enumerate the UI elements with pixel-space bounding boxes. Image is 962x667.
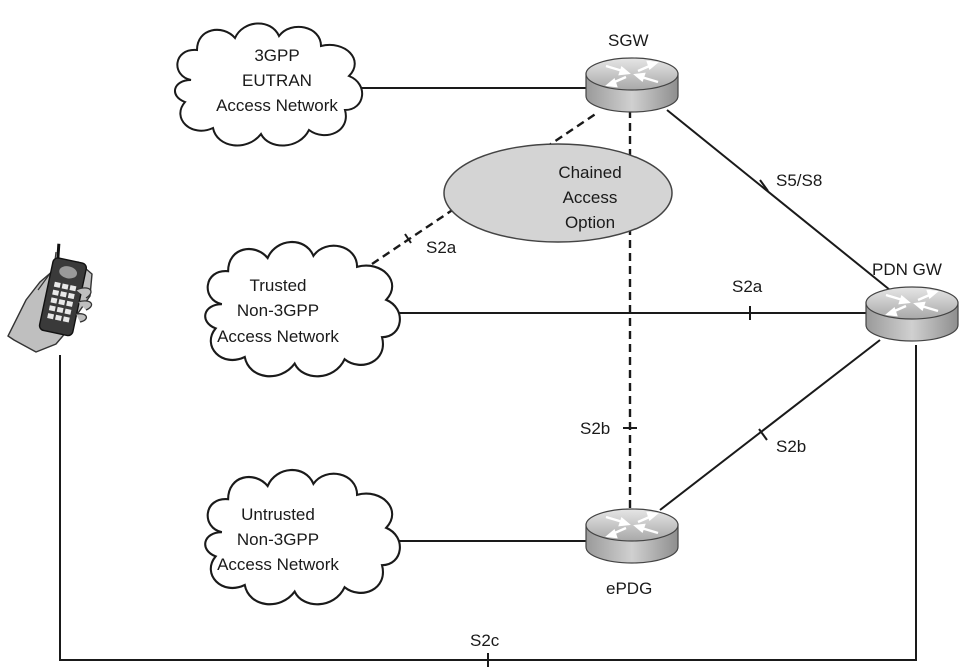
s5-s8-tick xyxy=(759,179,769,192)
untrusted-line-2: Non-3GPP xyxy=(237,530,319,549)
eutran-cloud-icon: 3GPP EUTRAN Access Network xyxy=(173,22,364,147)
eutran-line-2: EUTRAN xyxy=(242,71,312,90)
s2b-dashed-label: S2b xyxy=(580,419,610,438)
trusted-line-1: Trusted xyxy=(249,276,306,295)
mobile-phone-icon xyxy=(7,243,93,353)
sgw-label: SGW xyxy=(608,31,649,50)
option-line-2: Access xyxy=(563,188,618,207)
epdg-label: ePDG xyxy=(606,579,652,598)
s5-s8-link xyxy=(666,109,891,291)
eutran-line-3: Access Network xyxy=(216,96,338,115)
s2a-chained-label: S2a xyxy=(426,238,457,257)
trusted-line-3: Access Network xyxy=(217,327,339,346)
s2a-chained-tick xyxy=(404,233,412,244)
s5-s8-label: S5/S8 xyxy=(776,171,822,190)
chained-access-option-ellipse xyxy=(443,143,673,243)
pdn-gw-router-icon xyxy=(864,285,960,343)
s2b-solid-label: S2b xyxy=(776,437,806,456)
untrusted-line-1: Untrusted xyxy=(241,505,315,524)
eutran-line-1: 3GPP xyxy=(254,46,299,65)
trusted-line-2: Non-3GPP xyxy=(237,301,319,320)
s2c-link xyxy=(59,345,917,661)
sgw-router-icon xyxy=(584,56,680,114)
epdg-router-icon xyxy=(584,507,680,565)
option-line-1: Chained xyxy=(558,163,621,182)
option-line-3: Option xyxy=(565,213,615,232)
s2c-label: S2c xyxy=(470,631,500,650)
s2a-direct-label: S2a xyxy=(732,277,763,296)
untrusted-line-3: Access Network xyxy=(217,555,339,574)
pdn-gw-label: PDN GW xyxy=(872,260,942,279)
s2b-solid-link xyxy=(659,339,881,511)
s2b-solid-tick xyxy=(758,428,768,441)
